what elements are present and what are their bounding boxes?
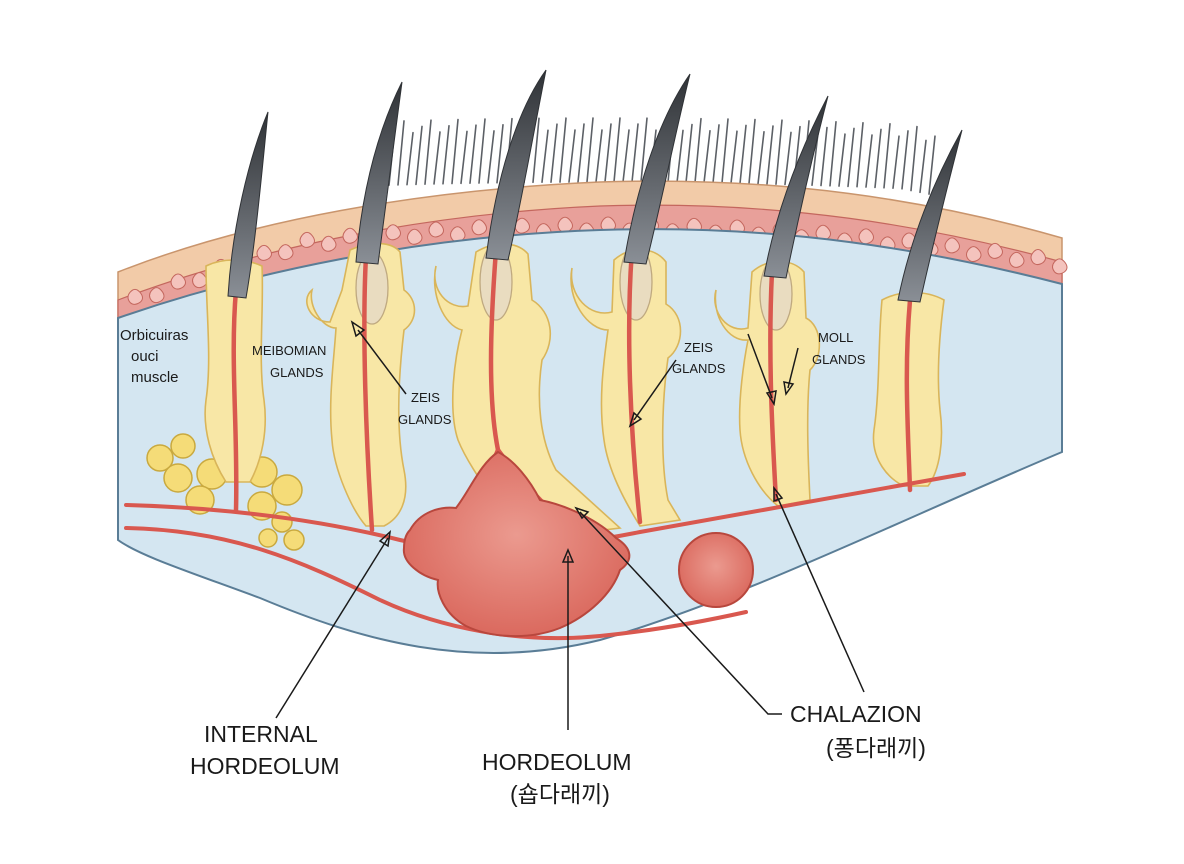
gland-4 bbox=[570, 249, 682, 527]
chalazion-lesion bbox=[678, 532, 754, 608]
zeis-glands-label-2: ZEIS GLANDS bbox=[672, 340, 726, 376]
eyelash-fringe bbox=[379, 117, 936, 195]
eyelash-2 bbox=[355, 81, 403, 265]
eyelash-5 bbox=[763, 95, 829, 279]
eyelash-4 bbox=[623, 73, 691, 265]
chalazion-label: CHALAZION (퐁다래끼) bbox=[790, 701, 928, 761]
eyelash-6 bbox=[897, 129, 963, 303]
annotation-lines bbox=[275, 320, 865, 730]
fat-globules bbox=[146, 433, 305, 551]
eyelashes bbox=[227, 69, 963, 303]
meibomian-glands-label: MEIBOMIAN GLANDS bbox=[252, 343, 330, 380]
orbicularis-label: Orbicuiras ouci muscle bbox=[120, 327, 193, 386]
moll-glands-label: MOLL GLANDS bbox=[812, 330, 866, 367]
eyelash-3 bbox=[485, 69, 547, 261]
eyelash-1 bbox=[227, 111, 269, 299]
hordeolum-lesion bbox=[402, 450, 631, 637]
zeis-glands-label-1: ZEIS GLANDS bbox=[398, 390, 452, 427]
hordeolum-label: HORDEOLUM (숍다래끼) bbox=[482, 749, 638, 807]
internal-hordeolum-label: INTERNAL HORDEOLUM bbox=[190, 721, 340, 779]
